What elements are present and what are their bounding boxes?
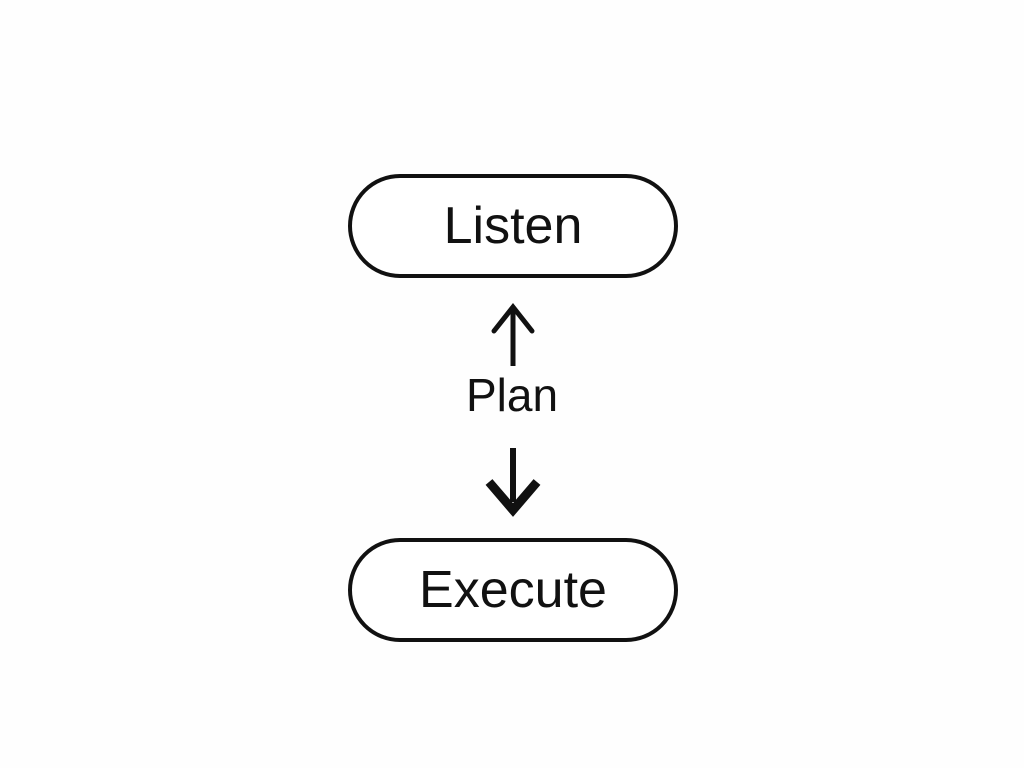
arrow-down-listen-to-execute [485,448,541,517]
node-listen[interactable]: Listen [348,174,678,278]
arrow-up-execute-to-listen [491,302,535,366]
arrow-down-head-icon [485,479,541,517]
node-execute-label: Execute [419,561,607,619]
node-listen-label: Listen [443,197,583,255]
edge-label-plan: Plan [465,369,559,421]
arrow-up-head-icon [491,302,535,334]
node-execute[interactable]: Execute [348,538,678,642]
